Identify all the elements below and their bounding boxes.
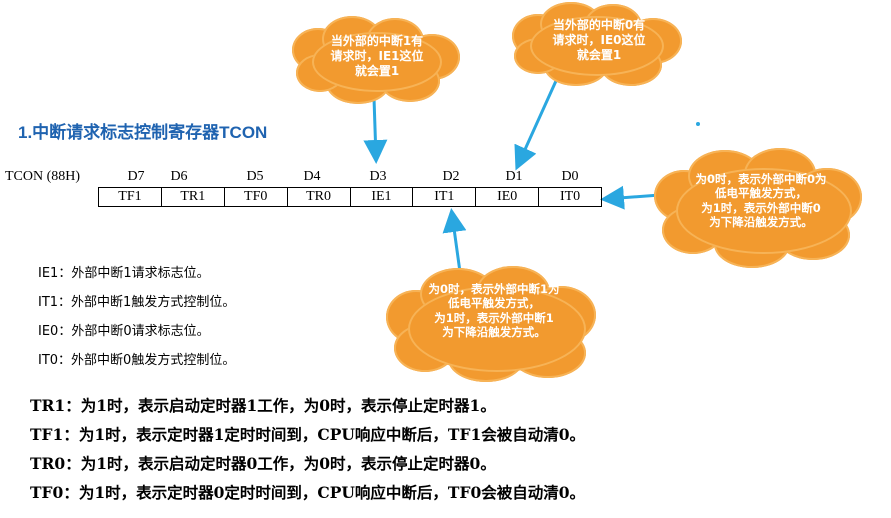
bit-cell-it1: IT1	[413, 188, 477, 206]
bit-cell-ie1: IE1	[351, 188, 414, 206]
arrow-to-it1	[442, 208, 467, 273]
arrow-to-ie1	[363, 97, 388, 164]
bit-cell-tr1: TR1	[162, 188, 225, 206]
bit-number-d1: D1	[505, 169, 523, 184]
bit-number-d5: D5	[246, 169, 264, 184]
bit-number-d6: D6	[170, 169, 188, 184]
tcon-register: TF1 TR1 TF0 TR0 IE1 IT1 IE0 IT0	[98, 187, 602, 207]
bit-number-d0: D0	[561, 169, 579, 184]
description-tf0: TF0：为1时，表示定时器0定时时间到，CPU响应中断后，TF0会被自动清0。	[30, 483, 586, 502]
arrow-to-it0	[600, 185, 661, 210]
bit-cell-tf1: TF1	[99, 188, 162, 206]
description-tr0: TR0：为1时，表示启动定时器0工作，为0时，表示停止定时器0。	[30, 454, 496, 473]
timer-descriptions: TR1：为1时，表示启动定时器1工作，为0时，表示停止定时器1。 TF1：为1时…	[30, 394, 585, 510]
bit-cell-it0: IT0	[559, 189, 581, 204]
register-label: TCON (88H)	[5, 169, 81, 184]
definition-ie1: IE1：外部中断1请求标志位。	[38, 266, 210, 281]
page-title: 1.中断请求标志控制寄存器TCON	[18, 123, 268, 142]
definition-ie0: IE0：外部中断0请求标志位。	[38, 324, 210, 339]
arrow-to-ie0	[514, 71, 562, 171]
callout-ie1-text: 当外部的中断1有 请求时，IE1这位 就会置1	[330, 34, 424, 78]
callout-it0-text: 为0时，表示外部中断0为 低电平触发方式， 为1时，表示外部中断0 为下降沿触发…	[695, 172, 827, 230]
bit-cell-ie0: IE0	[476, 188, 540, 206]
bit-number-d3: D3	[369, 169, 387, 184]
callout-it1-text: 为0时，表示外部中断1为 低电平触发方式， 为1时，表示外部中断1 为下降沿触发…	[428, 282, 560, 340]
callout-ie0-text: 当外部的中断0有 请求时，IE0这位 就会置1	[552, 18, 646, 62]
bit-number-d2: D2	[442, 169, 460, 184]
bit-number-d4: D4	[303, 169, 321, 184]
definition-it1: IT1：外部中断1触发方式控制位。	[38, 295, 236, 310]
description-tf1: TF1：为1时，表示定时器1定时时间到，CPU响应中断后，TF1会被自动清0。	[30, 425, 586, 444]
bit-definitions: IE1：外部中断1请求标志位。 IT1：外部中断1触发方式控制位。 IE0：外部…	[38, 262, 235, 378]
bit-cell-tr0: TR0	[288, 188, 351, 206]
bit-number-d7: D7	[127, 169, 145, 184]
bit-cell-tf0: TF0	[225, 188, 288, 206]
stray-dot	[696, 122, 700, 126]
definition-it0: IT0：外部中断0触发方式控制位。	[38, 353, 236, 368]
description-tr1: TR1：为1时，表示启动定时器1工作，为0时，表示停止定时器1。	[30, 396, 496, 415]
